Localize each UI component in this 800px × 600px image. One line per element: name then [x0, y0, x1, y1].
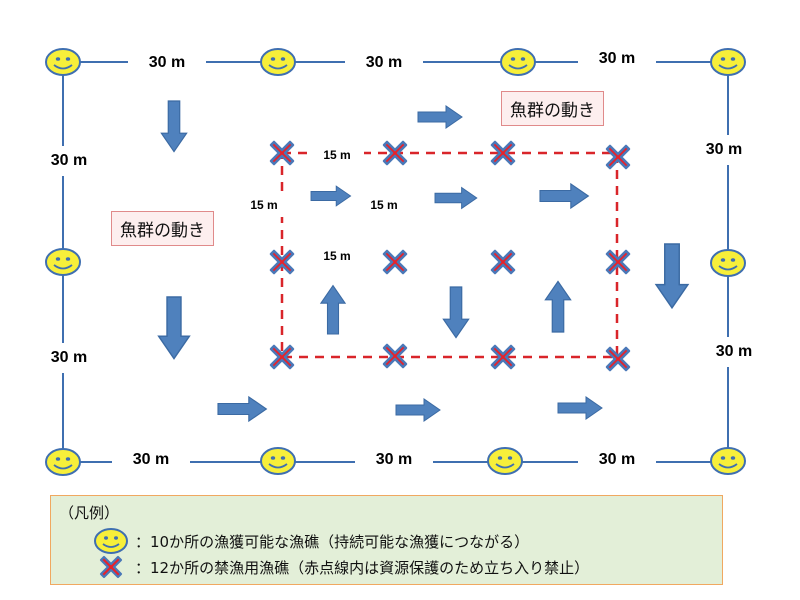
smiley-reef-icon: [45, 448, 81, 476]
smiley-reef-icon: [710, 48, 746, 76]
cross-reef-icon: [490, 249, 516, 275]
arrow-up-icon: [320, 285, 346, 335]
distance-label-15m: 15 m: [310, 244, 364, 268]
legend-row-fishable: ：10か所の漁獲可能な漁礁（持続可能な漁獲につながる）: [91, 526, 529, 556]
cross-reef-icon: [605, 144, 631, 170]
distance-label-30m: 30 m: [578, 445, 656, 475]
arrow-right-icon: [310, 185, 352, 207]
arrow-down-icon: [655, 243, 689, 309]
arrow-right-icon: [217, 396, 267, 422]
smiley-reef-icon: [487, 447, 523, 475]
distance-label-15m: 15 m: [357, 193, 411, 217]
smiley-reef-icon: [260, 48, 296, 76]
legend-title: （凡例）: [59, 504, 120, 522]
arrow-right-icon: [539, 183, 589, 209]
smiley-reef-icon: [500, 48, 536, 76]
fish-movement-label: 魚群の動き: [111, 211, 214, 246]
distance-label-30m: 30 m: [695, 337, 773, 367]
smiley-legend-icon: [94, 528, 128, 554]
smiley-reef-icon: [710, 249, 746, 277]
smiley-reef-icon: [710, 447, 746, 475]
arrow-right-icon: [557, 396, 603, 420]
distance-label-30m: 30 m: [30, 146, 108, 176]
smiley-reef-icon: [45, 48, 81, 76]
distance-label-30m: 30 m: [355, 445, 433, 475]
legend: （凡例） ：10か所の漁獲可能な漁礁（持続可能な漁獲につながる） ：12か所の禁…: [50, 495, 723, 585]
arrow-up-icon: [544, 280, 572, 333]
smiley-reef-icon: [260, 447, 296, 475]
distance-label-30m: 30 m: [112, 445, 190, 475]
smiley-reef-icon: [45, 248, 81, 276]
arrow-right-icon: [434, 187, 478, 209]
distance-label-15m: 15 m: [310, 143, 364, 167]
legend-row-no-fishing: ：12か所の禁漁用漁礁（赤点線内は資源保護のため立ち入り禁止）: [91, 554, 589, 580]
arrow-right-icon: [395, 398, 441, 422]
distance-label-30m: 30 m: [128, 48, 206, 78]
cross-reef-icon: [382, 249, 408, 275]
distance-label-30m: 30 m: [685, 135, 763, 165]
distance-label-30m: 30 m: [345, 48, 423, 78]
legend-fishable-text: ：10か所の漁獲可能な漁礁（持続可能な漁獲につながる）: [135, 532, 530, 551]
distance-label-30m: 30 m: [578, 44, 656, 74]
no-fishing-zone-boundary: [280, 151, 619, 359]
cross-legend-icon: [99, 555, 123, 579]
distance-label-30m: 30 m: [30, 343, 108, 373]
arrow-down-icon: [442, 286, 470, 339]
distance-label-15m: 15 m: [237, 193, 291, 217]
legend-no-fishing-text: ：12か所の禁漁用漁礁（赤点線内は資源保護のため立ち入り禁止）: [135, 558, 590, 577]
arrow-down-icon: [157, 296, 191, 360]
arrow-right-icon: [417, 105, 463, 129]
fish-movement-label: 魚群の動き: [501, 91, 604, 126]
arrow-down-icon: [160, 100, 188, 153]
